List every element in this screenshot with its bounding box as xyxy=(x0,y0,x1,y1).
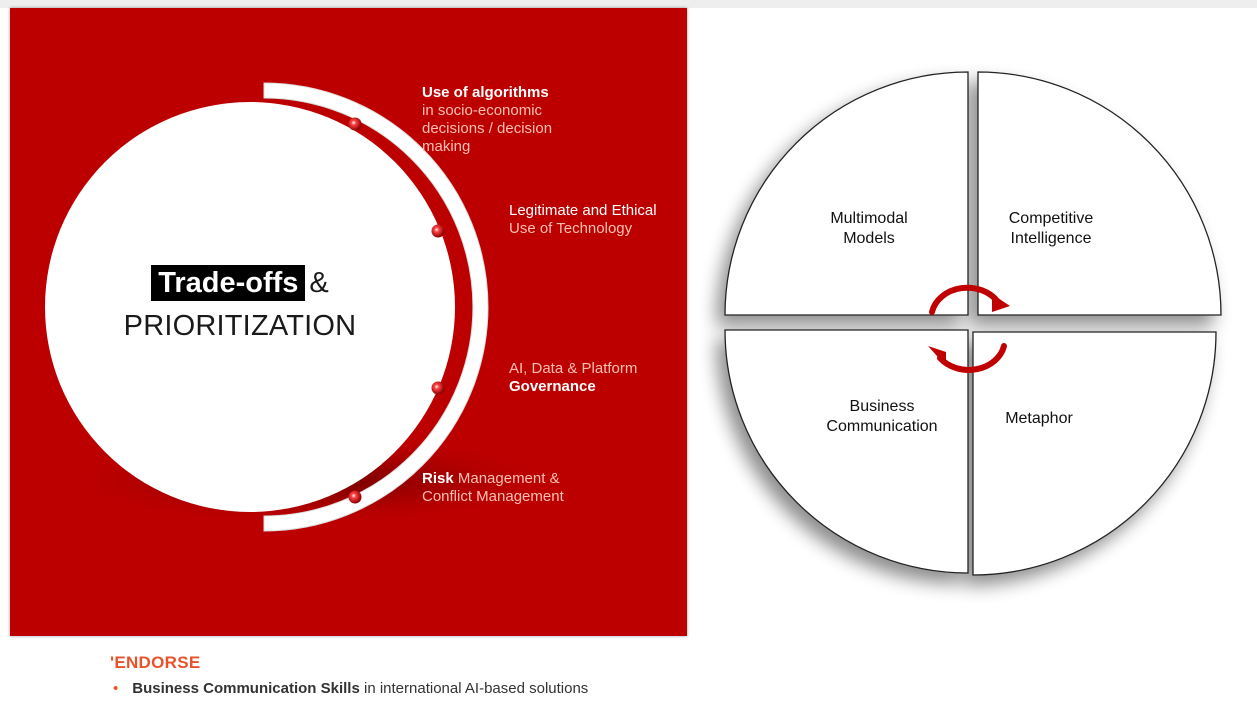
quadrant-top-left xyxy=(724,71,969,316)
label-line: Metaphor xyxy=(1005,410,1073,427)
quadrant-bottom-right xyxy=(972,331,1217,576)
tradeoffs-graphic xyxy=(45,82,540,532)
topic-rest: in socio-economic decisions / decision m… xyxy=(422,102,553,155)
bullet-rest: in international AI-based solutions xyxy=(364,680,589,697)
topic-governance: AI, Data & Platform Governance xyxy=(509,360,659,396)
label-line: Competitive xyxy=(1008,210,1094,227)
core-circle xyxy=(45,102,455,512)
title-highlight: Trade-offs xyxy=(151,265,306,301)
bead-dot-2 xyxy=(431,224,445,238)
topic-algorithms: Use of algorithms in socio-economic deci… xyxy=(422,84,592,156)
top-bar xyxy=(0,0,1257,8)
topic-strong: Governance xyxy=(509,378,596,395)
topic-rest: Management & Conflict Management xyxy=(422,470,564,505)
footer-bullet: • Business Communication Skills in intern… xyxy=(113,680,588,697)
tradeoffs-panel: Trade-offs& PRIORITIZATION Use of algori… xyxy=(10,8,687,636)
quadrant-label-metaphor: Metaphor xyxy=(954,409,1124,429)
topic-risk: Risk Management & Conflict Management xyxy=(422,470,602,506)
arrow-top-head xyxy=(992,294,1010,312)
quadrant-label-competitive: Competitive Intelligence xyxy=(966,209,1136,249)
topic-strong: Use of algorithms xyxy=(422,84,549,101)
label-line: Intelligence xyxy=(1010,230,1092,247)
topic-rest: Use of Technology xyxy=(509,220,633,237)
quadrant-label-business: Business Communication xyxy=(797,397,967,437)
brand-logo: 'ENDORSE xyxy=(110,653,201,672)
topic-pre: AI, Data & Platform xyxy=(509,360,638,377)
bead-dot-3 xyxy=(431,381,445,395)
quadrant-diagram xyxy=(724,71,1222,576)
arrow-top xyxy=(929,284,1001,315)
topic-ethical: Legitimate and Ethical Use of Technology xyxy=(509,202,659,238)
bullet-dot-icon: • xyxy=(113,680,119,697)
bead-dot-4 xyxy=(348,490,362,504)
label-line: Multimodal xyxy=(830,210,908,227)
title-line-2: PRIORITIZATION xyxy=(123,310,357,342)
label-line: Models xyxy=(843,230,895,247)
topic-strong: Risk xyxy=(422,470,454,487)
cycle-arrows xyxy=(929,284,1007,373)
core-title: Trade-offs& PRIORITIZATION xyxy=(40,264,440,345)
title-ampersand: & xyxy=(309,267,329,299)
topic-pre: Legitimate and xyxy=(509,202,608,219)
bead-dot-1 xyxy=(348,117,362,131)
quadrant-top-right xyxy=(977,71,1222,316)
topic-strong: Ethical xyxy=(611,202,657,219)
label-line: Communication xyxy=(826,418,938,435)
outer-arc-band xyxy=(263,82,489,532)
label-line: Business xyxy=(849,398,915,415)
arrow-bottom-head xyxy=(928,346,946,366)
arrow-bottom xyxy=(937,343,1007,373)
bullet-strong: Business Communication Skills xyxy=(132,680,360,697)
quadrant-label-multimodal: Multimodal Models xyxy=(784,209,954,249)
quadrant-bottom-left xyxy=(724,329,969,574)
